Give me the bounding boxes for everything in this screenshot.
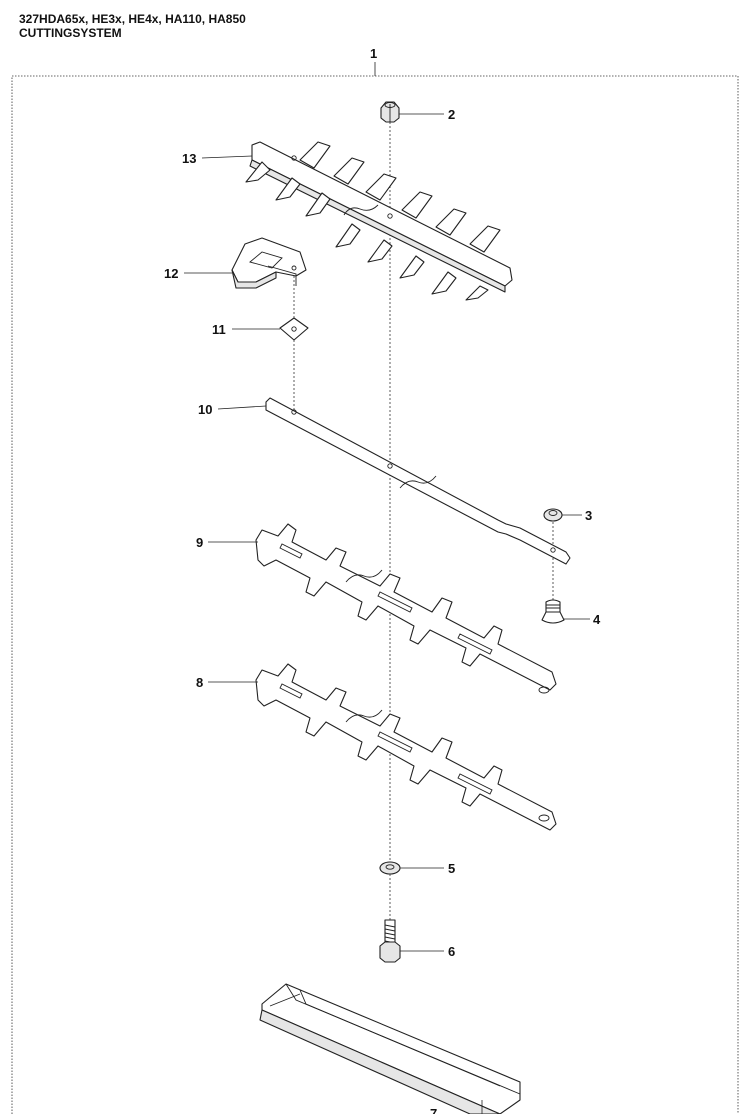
callout-12: 12 (164, 266, 178, 281)
assembly-frame (11, 62, 739, 1114)
callout-5: 5 (448, 861, 455, 876)
callout-13: 13 (182, 151, 196, 166)
callout-11: 11 (212, 322, 226, 337)
nut-part-2 (380, 101, 400, 123)
callout-9: 9 (196, 535, 203, 550)
nut-part-3 (543, 508, 563, 522)
callout-3: 3 (585, 508, 592, 523)
holder-clip-part (231, 237, 307, 289)
screw-part-4 (541, 599, 565, 624)
square-washer-part (279, 317, 309, 341)
washer-part-5 (379, 861, 401, 875)
bolt-part-6 (379, 919, 401, 963)
callout-10: 10 (198, 402, 212, 417)
assembly-axes (293, 122, 554, 945)
blade-cover-part (259, 983, 521, 1114)
callout-4: 4 (593, 612, 601, 627)
callout-2: 2 (448, 107, 455, 122)
page-header: 327HDA65x, HE3x, HE4x, HA110, HA850 CUTT… (19, 12, 246, 40)
section-title: CUTTINGSYSTEM (19, 26, 122, 40)
callout-numbers: 1 2 3 4 5 6 7 8 9 10 11 12 13 (164, 46, 601, 1114)
callout-6: 6 (448, 944, 455, 959)
guard-bar-part (245, 141, 513, 301)
upper-blade-part (255, 523, 557, 694)
callout-1: 1 (370, 46, 377, 61)
model-list: 327HDA65x, HE3x, HE4x, HA110, HA850 (19, 12, 246, 26)
support-bar-part (265, 397, 571, 565)
callout-8: 8 (196, 675, 203, 690)
callout-7: 7 (430, 1106, 437, 1114)
leader-lines (184, 113, 590, 1114)
lower-blade-part (255, 663, 557, 831)
